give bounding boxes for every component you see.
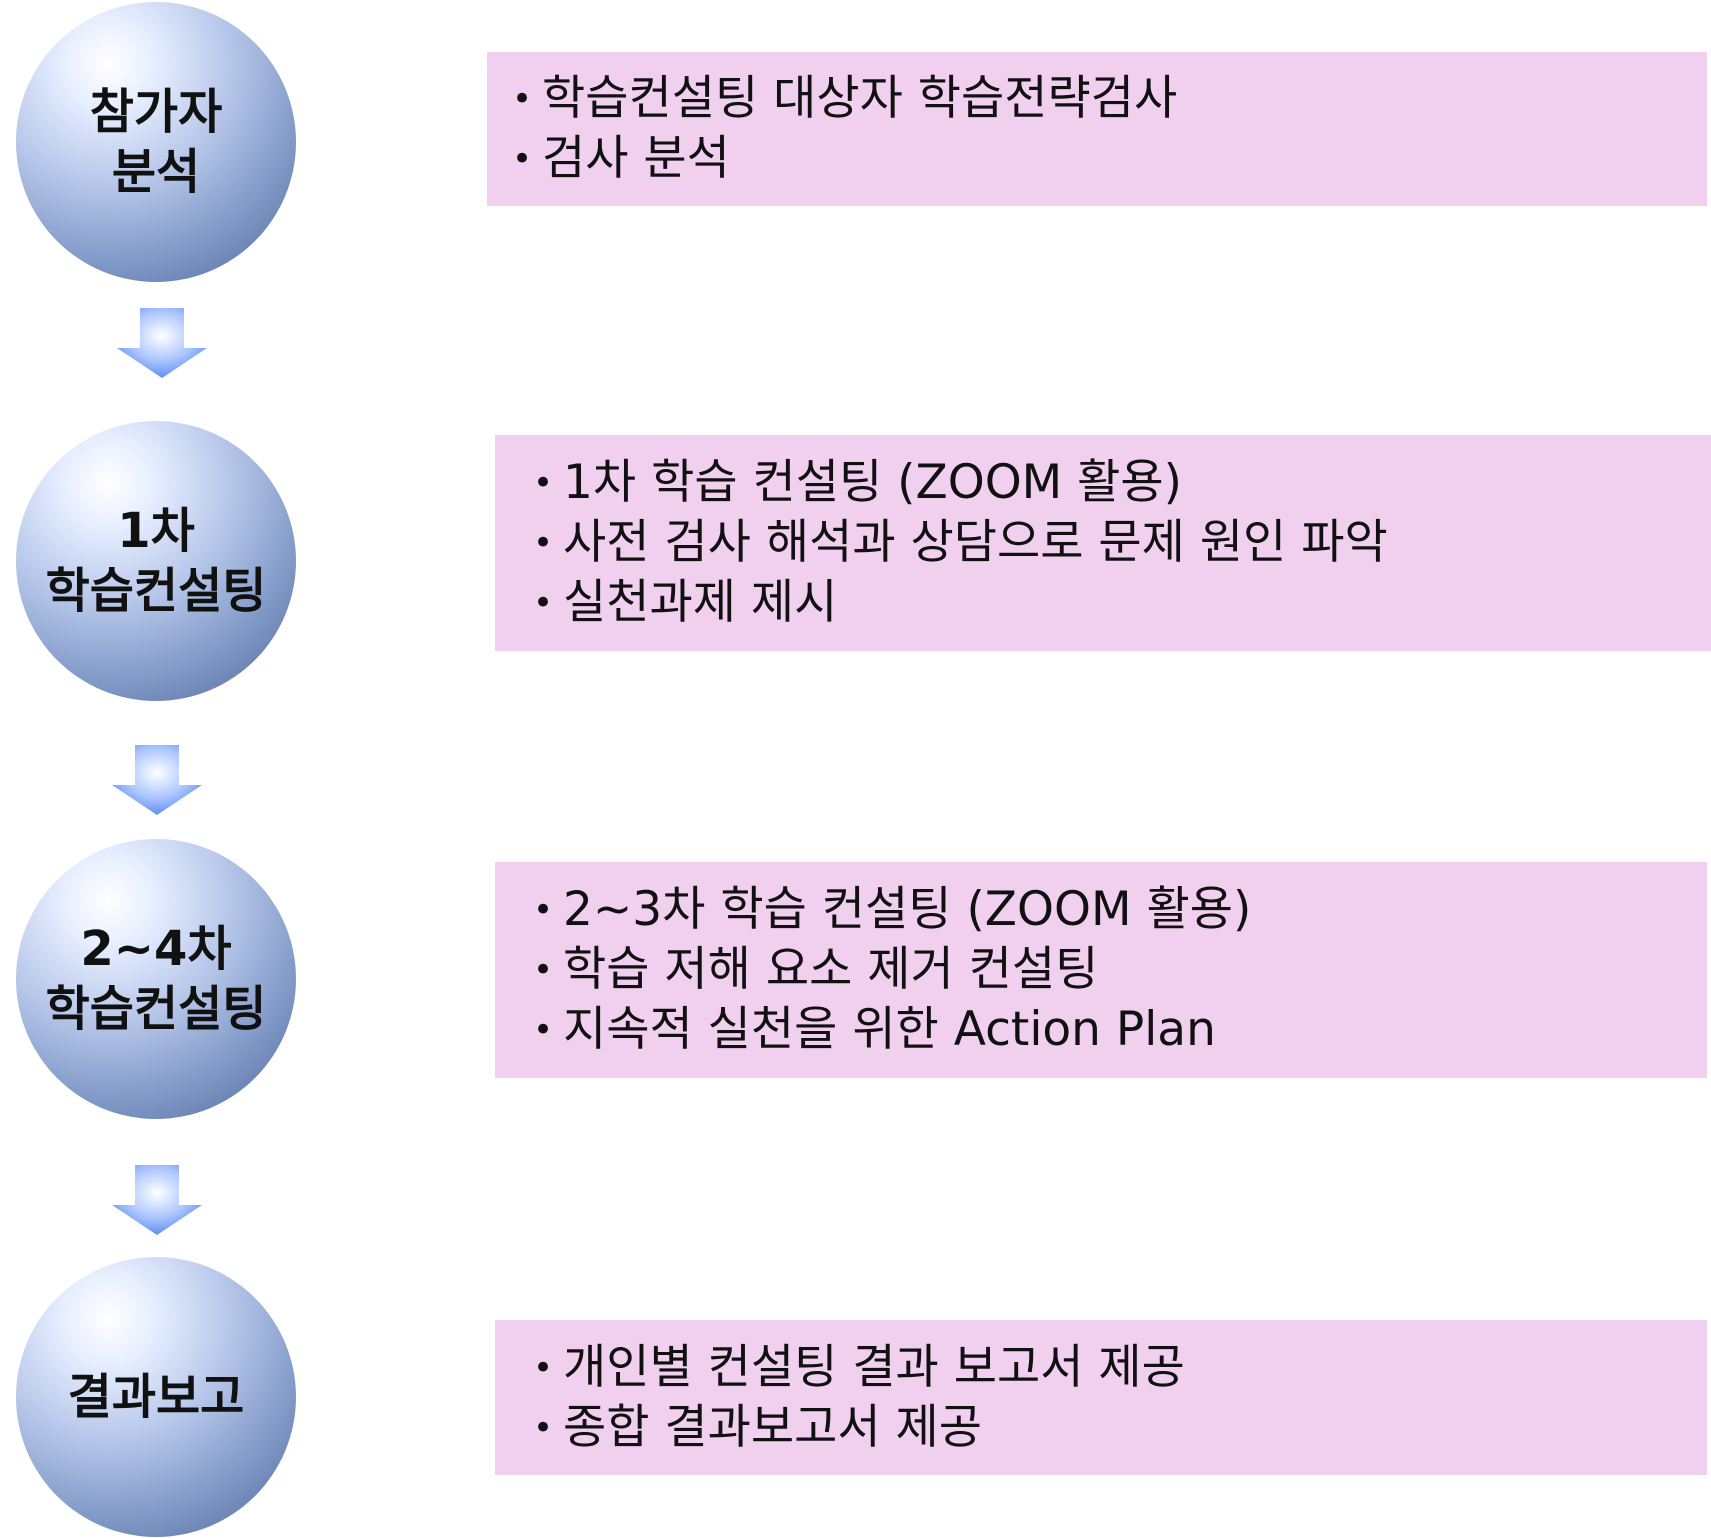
step-3-detail-box: 2~3차 학습 컨설팅 (ZOOM 활용) 학습 저해 요소 제거 컨설팅 지속… — [495, 862, 1707, 1078]
step-3-circle-line-2: 학습컨설팅 — [45, 981, 267, 1037]
step-1-detail-box: 학습컨설팅 대상자 학습전략검사 검사 분석 — [487, 52, 1707, 206]
step-2-circle-line-2: 학습컨설팅 — [45, 563, 267, 619]
step-4-detail-2: 종합 결과보고서 제공 — [533, 1398, 1707, 1458]
step-4-circle: 결과보고 — [16, 1257, 296, 1537]
step-1-circle: 참가자 분석 — [16, 2, 296, 282]
step-2-detail-box: 1차 학습 컨설팅 (ZOOM 활용) 사전 검사 해석과 상담으로 문제 원인… — [495, 435, 1711, 651]
step-2-circle: 1차 학습컨설팅 — [16, 421, 296, 701]
step-1-detail-2: 검사 분석 — [512, 129, 1707, 189]
step-2-detail-1: 1차 학습 컨설팅 (ZOOM 활용) — [533, 453, 1711, 513]
step-3-detail-3: 지속적 실천을 위한 Action Plan — [533, 1000, 1707, 1060]
down-arrow-icon — [112, 1165, 202, 1235]
step-4-circle-line-1: 결과보고 — [67, 1369, 245, 1425]
step-2-circle-line-1: 1차 — [117, 503, 195, 559]
step-2-detail-3: 실천과제 제시 — [533, 573, 1711, 633]
step-3-circle: 2~4차 학습컨설팅 — [16, 839, 296, 1119]
step-4-detail-box: 개인별 컨설팅 결과 보고서 제공 종합 결과보고서 제공 — [495, 1320, 1707, 1475]
down-arrow-icon — [117, 308, 207, 378]
step-1-detail-1: 학습컨설팅 대상자 학습전략검사 — [512, 69, 1707, 129]
step-3-circle-line-1: 2~4차 — [80, 921, 232, 977]
step-1-circle-line-1: 참가자 — [89, 84, 223, 140]
step-1-circle-line-2: 분석 — [111, 144, 201, 200]
step-4-detail-1: 개인별 컨설팅 결과 보고서 제공 — [533, 1338, 1707, 1398]
step-2-detail-2: 사전 검사 해석과 상담으로 문제 원인 파악 — [533, 513, 1711, 573]
down-arrow-icon — [112, 745, 202, 815]
step-3-detail-1: 2~3차 학습 컨설팅 (ZOOM 활용) — [533, 880, 1707, 940]
step-3-detail-2: 학습 저해 요소 제거 컨설팅 — [533, 940, 1707, 1000]
